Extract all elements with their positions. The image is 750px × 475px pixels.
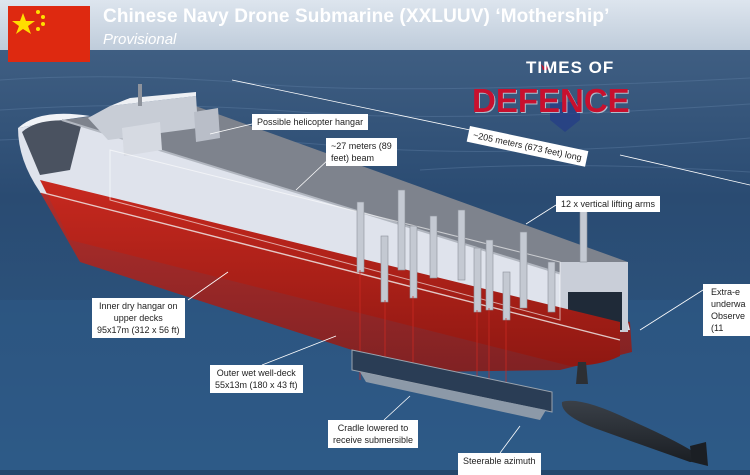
flag-small-star <box>36 10 40 14</box>
flag-small-star <box>41 22 45 26</box>
cradle <box>351 349 553 413</box>
label-text: upper decks <box>113 313 163 323</box>
page-subtitle: Provisional <box>103 31 177 48</box>
bridge-block <box>194 108 220 142</box>
bow-dark <box>22 120 82 175</box>
logo-shield-icon <box>541 64 580 132</box>
flag-big-star <box>12 13 35 34</box>
lifting-arms <box>356 189 588 321</box>
superstructure <box>88 96 198 140</box>
label-text: ~27 meters (89 <box>331 141 392 151</box>
label-text: Steerable azimuth <box>463 456 536 466</box>
azimuth-thruster <box>576 362 588 384</box>
hull-red-band <box>40 180 620 366</box>
label-text: underwa <box>711 299 746 309</box>
waterline <box>39 191 621 341</box>
label-wet-well-deck: Outer wet well-deck 55x13m (180 x 43 ft) <box>210 365 303 393</box>
flag-small-star <box>36 27 40 31</box>
drone-submarine <box>561 400 700 462</box>
cradle-bottom <box>360 372 546 420</box>
superstructure-top <box>110 92 196 106</box>
funnel <box>122 122 162 156</box>
label-cradle: Cradle lowered to receive submersible <box>328 420 419 448</box>
label-text: 55x13m (180 x 43 ft) <box>215 380 298 390</box>
label-beam: ~27 meters (89 feet) beam <box>326 138 397 166</box>
label-azimuth: Steerable azimuth <box>458 453 541 475</box>
logo-top-text: TIMES OF <box>526 58 615 77</box>
times-of-defence-logo: TIMES OF DEFENCE <box>470 58 664 138</box>
label-text: 95x17m (312 x 56 ft) <box>97 325 180 335</box>
label-extra-observation: Extra-e underwa Observe (11 <box>703 284 750 336</box>
label-text: Extra-e <box>711 287 741 297</box>
label-text: feet) beam <box>331 153 375 163</box>
label-text: Inner dry hangar on <box>98 301 178 311</box>
label-helicopter-hangar: Possible helicopter hangar <box>252 114 369 130</box>
page-title: Chinese Navy Drone Submarine (XXLUUV) ‘M… <box>103 6 610 27</box>
chinese-flag <box>8 6 90 62</box>
label-dry-hangar: Inner dry hangar on upper decks 95x17m (… <box>92 298 185 338</box>
label-lifting-arms: 12 x vertical lifting arms <box>556 196 661 212</box>
label-text: Observe <box>711 311 746 321</box>
label-text: Cradle lowered to <box>337 423 409 433</box>
label-text: Possible helicopter hangar <box>257 117 364 127</box>
label-text: (11 <box>711 323 724 333</box>
leader-lines <box>187 79 750 454</box>
label-text: 12 x vertical lifting arms <box>561 199 656 209</box>
logo-main-text: DEFENCE <box>472 82 630 119</box>
label-text: Outer wet well-deck <box>216 368 296 378</box>
sub-tail <box>690 442 708 466</box>
mast <box>138 84 142 106</box>
flag-small-star <box>41 15 45 19</box>
label-text: receive submersible <box>333 435 414 445</box>
dry-hangar-outline <box>109 149 561 321</box>
